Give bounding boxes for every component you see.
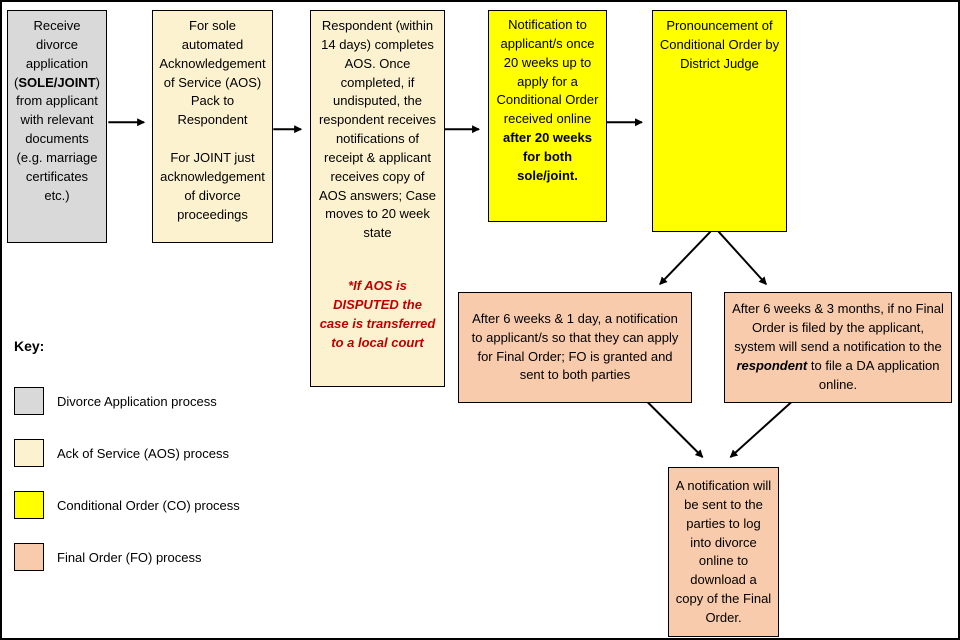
flowchart-box-receive-application: Receive divorce application (SOLE/JOINT)… xyxy=(7,10,107,243)
box-text: After 6 weeks & 1 day, a notification to… xyxy=(471,310,679,383)
arrow-da-application-to-final-notification xyxy=(729,400,793,458)
flowchart-box-conditional-order-notification: Notification to applicant/s once 20 week… xyxy=(488,10,607,222)
text-segment: to file a DA application online. xyxy=(807,357,940,392)
box-text: Respondent (within 14 days) completes AO… xyxy=(318,18,437,241)
legend-label: Ack of Service (AOS) process xyxy=(57,445,229,461)
disputed-aos-note: *If AOS is DISPUTED the case is transfer… xyxy=(319,278,436,350)
arrow-pronouncement-to-da-application xyxy=(717,230,767,285)
text-segment-bold-italic: respondent xyxy=(736,357,808,373)
flowchart-box-aos-pack: For sole automated Acknowledgement of Se… xyxy=(152,10,273,243)
arrow-final-order-apply-to-final-notification xyxy=(646,400,704,458)
box-text: Notification to applicant/s once 20 week… xyxy=(495,16,600,186)
legend-swatch-ack-of-service xyxy=(14,439,44,467)
box-text: A notification will be sent to the parti… xyxy=(675,478,772,625)
legend-label: Conditional Order (CO) process xyxy=(57,497,240,513)
flowchart-box-final-order-notification: A notification will be sent to the parti… xyxy=(668,467,779,637)
legend-item-conditional-order: Conditional Order (CO) process xyxy=(14,491,240,519)
box-text: After 6 weeks & 3 months, if no Final Or… xyxy=(731,300,945,394)
legend-label: Final Order (FO) process xyxy=(57,549,202,565)
text-segment: ) from applicant with relevant documents… xyxy=(16,74,100,203)
box-text: For sole automated Acknowledgement of Se… xyxy=(159,18,266,128)
legend-swatch-final-order xyxy=(14,543,44,571)
box-text: Receive divorce application (SOLE/JOINT)… xyxy=(14,17,100,205)
flowchart-box-pronouncement: Pronouncement of Conditional Order by Di… xyxy=(652,10,787,232)
legend-label: Divorce Application process xyxy=(57,393,217,409)
flowchart-box-da-application: After 6 weeks & 3 months, if no Final Or… xyxy=(724,292,952,403)
text-segment: Notification to applicant/s once 20 week… xyxy=(496,17,599,127)
text-segment-bold: after 20 weeks for both sole/joint. xyxy=(503,130,592,183)
arrow-pronouncement-to-final-order-apply xyxy=(659,230,712,285)
flowchart-box-respondent-completes-aos: Respondent (within 14 days) completes AO… xyxy=(310,10,445,387)
legend-swatch-conditional-order xyxy=(14,491,44,519)
legend-item-final-order: Final Order (FO) process xyxy=(14,543,240,571)
legend-item-ack-of-service: Ack of Service (AOS) process xyxy=(14,439,240,467)
legend: Key: Divorce Application process Ack of … xyxy=(14,338,240,595)
text-segment: After 6 weeks & 3 months, if no Final Or… xyxy=(732,301,944,355)
flowchart-box-final-order-apply: After 6 weeks & 1 day, a notification to… xyxy=(458,292,692,403)
legend-swatch-divorce-application xyxy=(14,387,44,415)
text-segment-bold: SOLE/JOINT xyxy=(18,74,96,90)
legend-title: Key: xyxy=(14,338,45,354)
box-text: For JOINT just acknowledgement of divorc… xyxy=(160,150,265,222)
text-segment: Receive divorce application ( xyxy=(14,18,89,90)
box-text: Pronouncement of Conditional Order by Di… xyxy=(659,18,780,71)
legend-item-divorce-application: Divorce Application process xyxy=(14,387,240,415)
